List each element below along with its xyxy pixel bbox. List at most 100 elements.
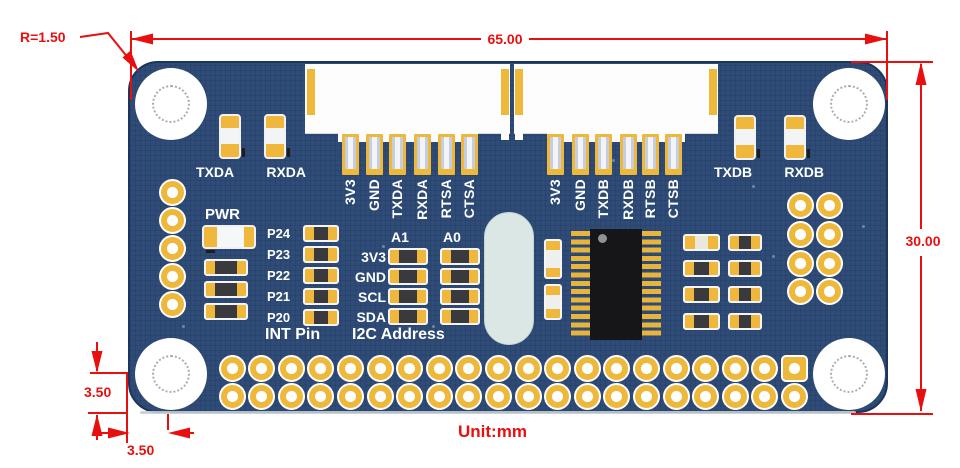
pwr-label: PWR (205, 206, 240, 223)
gpio-header-hole (721, 382, 749, 410)
gpio-header-hole (396, 354, 424, 382)
gpio-header-hole (514, 354, 542, 382)
gpio-header-hole (751, 382, 779, 410)
gpio-header-hole (514, 382, 542, 410)
uart-b-pin-label: CTSB (665, 179, 681, 219)
smd-component (728, 260, 762, 277)
uart-a-connector-tab-right (501, 69, 509, 115)
mounting-hole-bottom-left (135, 338, 207, 410)
mounting-hole-bottom-right (813, 338, 885, 410)
smd-resistor (204, 281, 248, 298)
uart-a-pin-pad (342, 134, 359, 175)
uart-b-pin-label: GND (572, 179, 588, 212)
smd-capacitor (544, 239, 562, 279)
uart-a-pin-pad (414, 134, 431, 175)
gpio-header-hole (721, 354, 749, 382)
uart-a-pin-pad (461, 134, 478, 175)
txda-led-label: TXDA (196, 164, 235, 180)
gpio-header-hole (662, 382, 690, 410)
int-pin-label: P21 (267, 289, 291, 304)
smd-component (728, 234, 762, 251)
horizontal-offset-label: 3.50 (127, 442, 155, 458)
gpio-header-hole (603, 382, 631, 410)
breakout-hole-left (159, 207, 186, 234)
gpio-header-hole (692, 382, 720, 410)
gpio-header-hole (307, 382, 335, 410)
uart-a-pin-label: TXDA (389, 179, 405, 219)
gpio-header-hole (455, 382, 483, 410)
led-labels-b: TXDB RXDB (714, 164, 824, 180)
int-pin-resistor (303, 246, 339, 263)
gpio-header-hole (455, 354, 483, 382)
gpio-header-hole (248, 354, 276, 382)
smd-resistor (204, 259, 248, 276)
gpio-header-hole (780, 382, 808, 410)
int-pin-label: P22 (267, 268, 291, 283)
ic-pins-left (571, 231, 590, 339)
smd-resistor (204, 303, 248, 320)
connector-stub (501, 130, 509, 140)
uart-b-connector-tab-left (515, 69, 523, 115)
uart-a-pin-label: RXDA (414, 179, 430, 220)
gpio-header-hole (336, 354, 364, 382)
crystal-oscillator (484, 212, 534, 345)
uart-b-pin-pad (572, 134, 589, 175)
uart-a-pin-label: 3V3 (342, 179, 358, 205)
led-labels-a: TXDA RXDA (196, 164, 306, 180)
uart-b-pin-label: RXDB (620, 179, 636, 220)
gpio-header-hole (218, 354, 246, 382)
gpio-header-hole (366, 382, 394, 410)
i2c-row-label: 3V3 (361, 249, 386, 265)
breakout-hole-left (159, 179, 186, 206)
gpio-header-hole (544, 382, 572, 410)
gpio-header-hole (218, 382, 246, 410)
breakout-hole-right (816, 278, 843, 305)
smd-component (683, 313, 720, 330)
gpio-header-hole (336, 382, 364, 410)
breakout-hole-right (816, 192, 843, 219)
width-dimension-label: 65.00 (487, 31, 523, 47)
corner-radius-leader (79, 31, 139, 72)
uart-b-connector-tab-right (709, 69, 717, 115)
corner-radius-label: R=1.50 (20, 29, 66, 45)
breakout-hole-left (159, 235, 186, 262)
int-pin-resistor (303, 225, 339, 242)
smd-component (728, 286, 762, 303)
ic-pin1-dot (598, 234, 607, 243)
txdb-led (734, 115, 760, 160)
i2c-column-header: A1 (391, 229, 409, 245)
uart-a-connector-step (338, 130, 478, 142)
uart-a-pin-pad (438, 134, 455, 175)
breakout-hole-left (159, 263, 186, 290)
gpio-header-hole (396, 382, 424, 410)
i2c-column-header: A0 (443, 229, 461, 245)
int-pin-title: INT Pin (265, 326, 321, 343)
gpio-header-hole (632, 354, 660, 382)
i2c-address-title: I2C Address (352, 326, 445, 343)
breakout-hole-right (787, 221, 814, 248)
gpio-header-hole (248, 382, 276, 410)
uart-b-pin-pad (642, 134, 659, 175)
i2c-jumper (388, 308, 428, 325)
i2c-row-label: SDA (356, 309, 386, 325)
gpio-header-hole (751, 354, 779, 382)
rxdb-led (784, 115, 810, 160)
uart-a-pin-label: RTSA (438, 179, 454, 219)
gpio-header-hole (573, 354, 601, 382)
txdb-led-label: TXDB (714, 164, 753, 180)
txda-led (219, 114, 245, 159)
gpio-header-hole (425, 382, 453, 410)
rxdb-led-label: RXDB (784, 164, 824, 180)
uart-a-pin-label: GND (366, 179, 382, 212)
i2c-jumper (388, 268, 428, 285)
gpio-header-hole (366, 354, 394, 382)
unit-label: Unit:mm (458, 422, 527, 441)
uart-a-pin-pad (366, 134, 383, 175)
smd-capacitor (544, 284, 562, 320)
gpio-header-hole (307, 354, 335, 382)
smd-component (728, 313, 762, 330)
gpio-header-hole (692, 354, 720, 382)
gpio-header-hole (277, 382, 305, 410)
breakout-hole-right (816, 221, 843, 248)
